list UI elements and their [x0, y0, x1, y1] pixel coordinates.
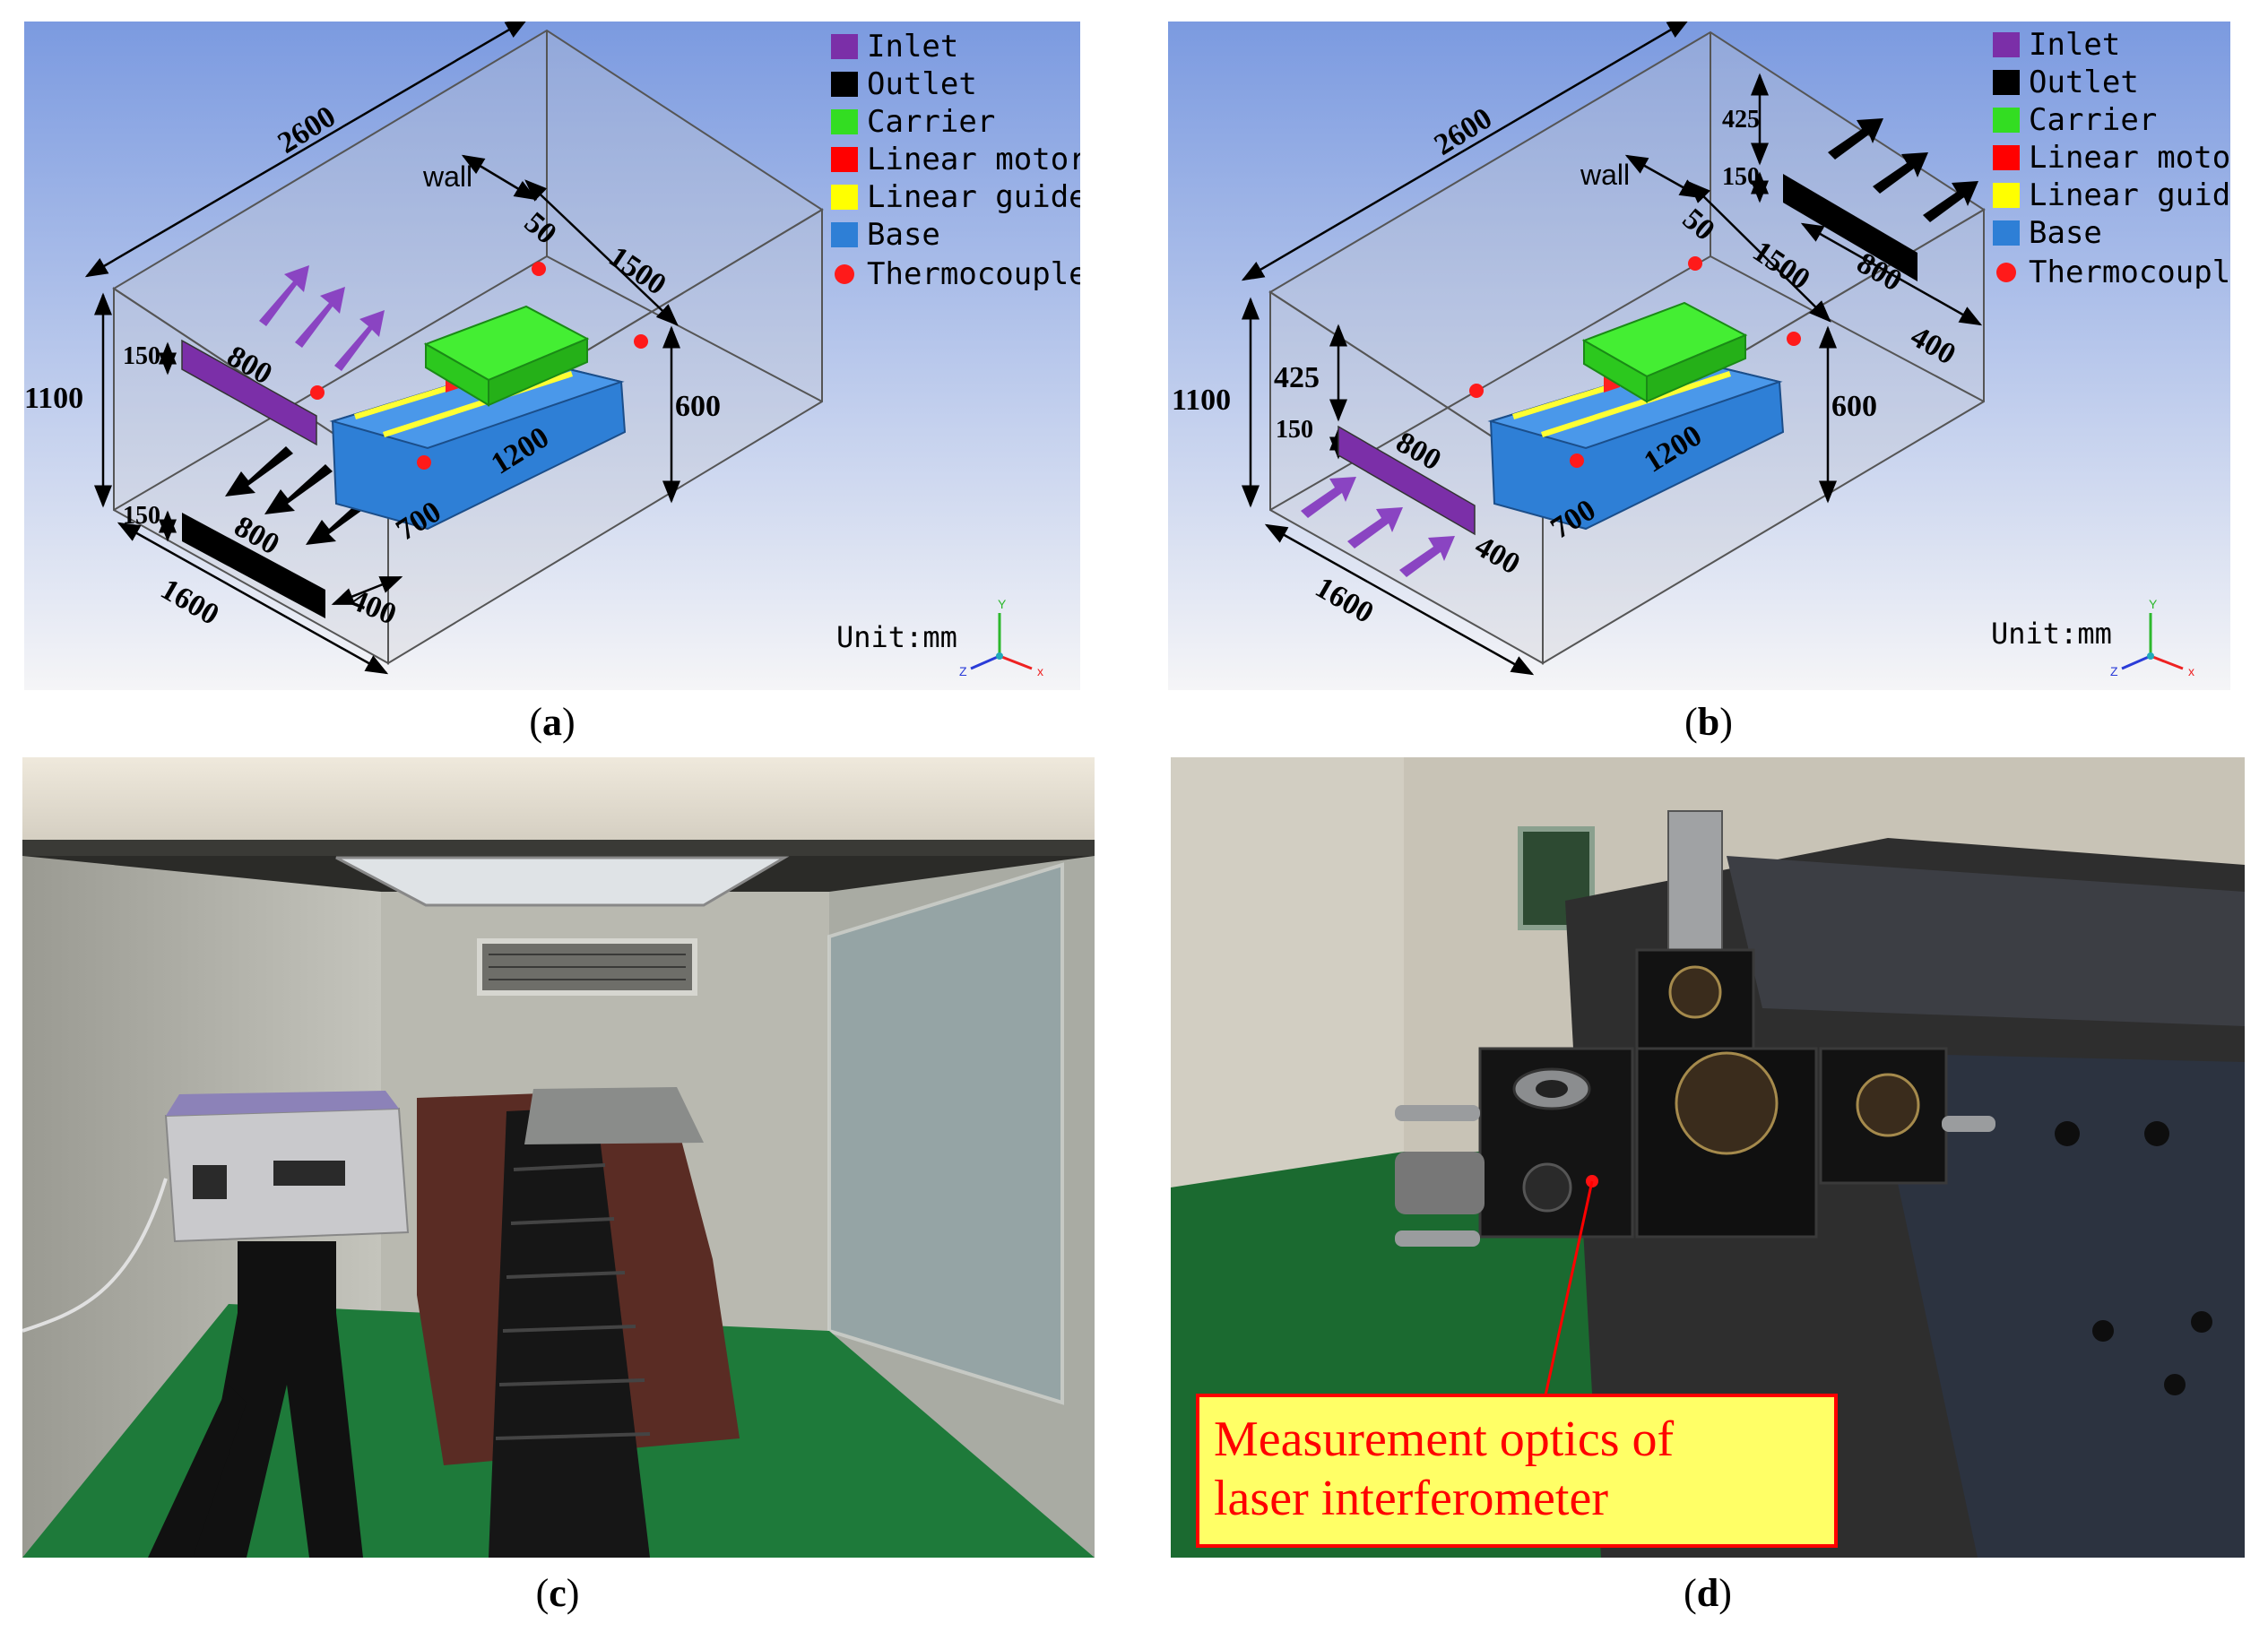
thermocouple-swatch — [1996, 263, 2016, 282]
dimension-lines — [1241, 22, 1983, 676]
panel-a: 2600 1100 1600 wall 50 1500 600 1200 700… — [24, 22, 1080, 690]
linear-guideway-swatch — [1993, 183, 2020, 208]
dim-outlet-top: 425 — [1722, 106, 1760, 134]
thermocouple-swatch — [835, 264, 854, 284]
inlet-plate — [1337, 425, 1476, 536]
interferometer-optics — [1395, 948, 1995, 1247]
ceiling-light — [335, 856, 790, 907]
caption-b: (b) — [1684, 700, 1733, 744]
unit-label-b: Unit:mm — [1991, 617, 2112, 651]
axis-x-label: x — [2188, 664, 2194, 678]
outlet-plate — [1783, 174, 1917, 281]
base-swatch — [1993, 220, 2020, 246]
laser-head — [164, 1091, 410, 1243]
thermocouples — [310, 262, 648, 470]
linear-guideway-right — [1541, 371, 1731, 437]
dimension-lines — [84, 22, 680, 675]
caption-c: (c) — [535, 1571, 580, 1615]
dim-base-height: 600 — [1831, 390, 1877, 423]
wall-label: wall — [1580, 159, 1630, 191]
panel-b: 2600 1100 1600 wall 50 1500 600 1200 700… — [1168, 22, 2230, 690]
axis-z-label: Z — [2110, 664, 2118, 678]
outlet-swatch — [1993, 70, 2020, 95]
inlet-plate — [181, 339, 317, 446]
caption-a: (a) — [529, 700, 576, 744]
carrier — [1581, 301, 1748, 403]
dim-inlet-h: 150 — [123, 342, 160, 370]
thermocouples — [1469, 256, 1801, 468]
linear-guideway-swatch — [831, 185, 858, 210]
outlet-swatch — [831, 72, 858, 97]
inlet-swatch — [1993, 32, 2020, 57]
dim-base-height: 600 — [675, 390, 721, 423]
dim-height: 1100 — [1172, 384, 1231, 417]
outlet-flow-arrows — [1828, 118, 1978, 222]
callout-line-1: Measurement optics of — [1214, 1412, 1675, 1467]
carrier-swatch — [1993, 108, 2020, 133]
dim-outlet-h: 150 — [123, 502, 160, 530]
panel-b-diagram: 2600 1100 1600 wall 50 1500 600 1200 700… — [1168, 22, 2230, 690]
linear-stage-machine — [417, 1087, 740, 1558]
axis-x-label: x — [1037, 664, 1043, 678]
inlet-swatch — [831, 34, 858, 59]
linear-motor-swatch — [831, 147, 858, 172]
wall-label: wall — [422, 160, 472, 193]
callout-leader-line — [1544, 1180, 1594, 1396]
dim-inlet-h: 150 — [1276, 416, 1313, 444]
legend-b: Inlet Outlet Carrier Linear motor Linear… — [1993, 25, 2230, 303]
carrier-swatch — [831, 109, 858, 134]
carrier — [423, 305, 590, 407]
axis-z-label: Z — [959, 664, 967, 678]
panel-a-diagram: 2600 1100 1600 wall 50 1500 600 1200 700… — [24, 22, 1080, 690]
dim-inlet-top: 425 — [1274, 361, 1320, 394]
photo-c-environmental-chamber — [22, 757, 1095, 1558]
optics-post — [1667, 810, 1723, 955]
photo-c-illustration — [22, 757, 1095, 1558]
tripod — [148, 1241, 363, 1558]
dim-height: 1100 — [24, 382, 83, 415]
unit-label-a: Unit:mm — [836, 620, 957, 654]
axis-y-label: Y — [998, 597, 1007, 611]
base-swatch — [831, 222, 858, 247]
corner-wall — [1171, 757, 1404, 1187]
outlet-plate — [182, 513, 325, 618]
coordinate-axes-icon — [970, 613, 1033, 670]
dim-outlet-h: 150 — [1722, 163, 1760, 191]
callout-line-2: laser interferometer — [1214, 1471, 1608, 1526]
inlet-flow-arrows — [259, 265, 385, 371]
inlet-flow-arrows — [1301, 477, 1455, 577]
callout-measurement-optics: Measurement optics of laser interferomet… — [1196, 1394, 1838, 1548]
coordinate-axes-icon — [2121, 613, 2184, 670]
axis-y-label: Y — [2149, 597, 2158, 611]
linear-motor-swatch — [1993, 145, 2020, 170]
glass-window — [827, 862, 1064, 1405]
legend-a: Inlet Outlet Carrier Linear motor Linear… — [831, 27, 1080, 305]
caption-d: (d) — [1684, 1571, 1732, 1615]
